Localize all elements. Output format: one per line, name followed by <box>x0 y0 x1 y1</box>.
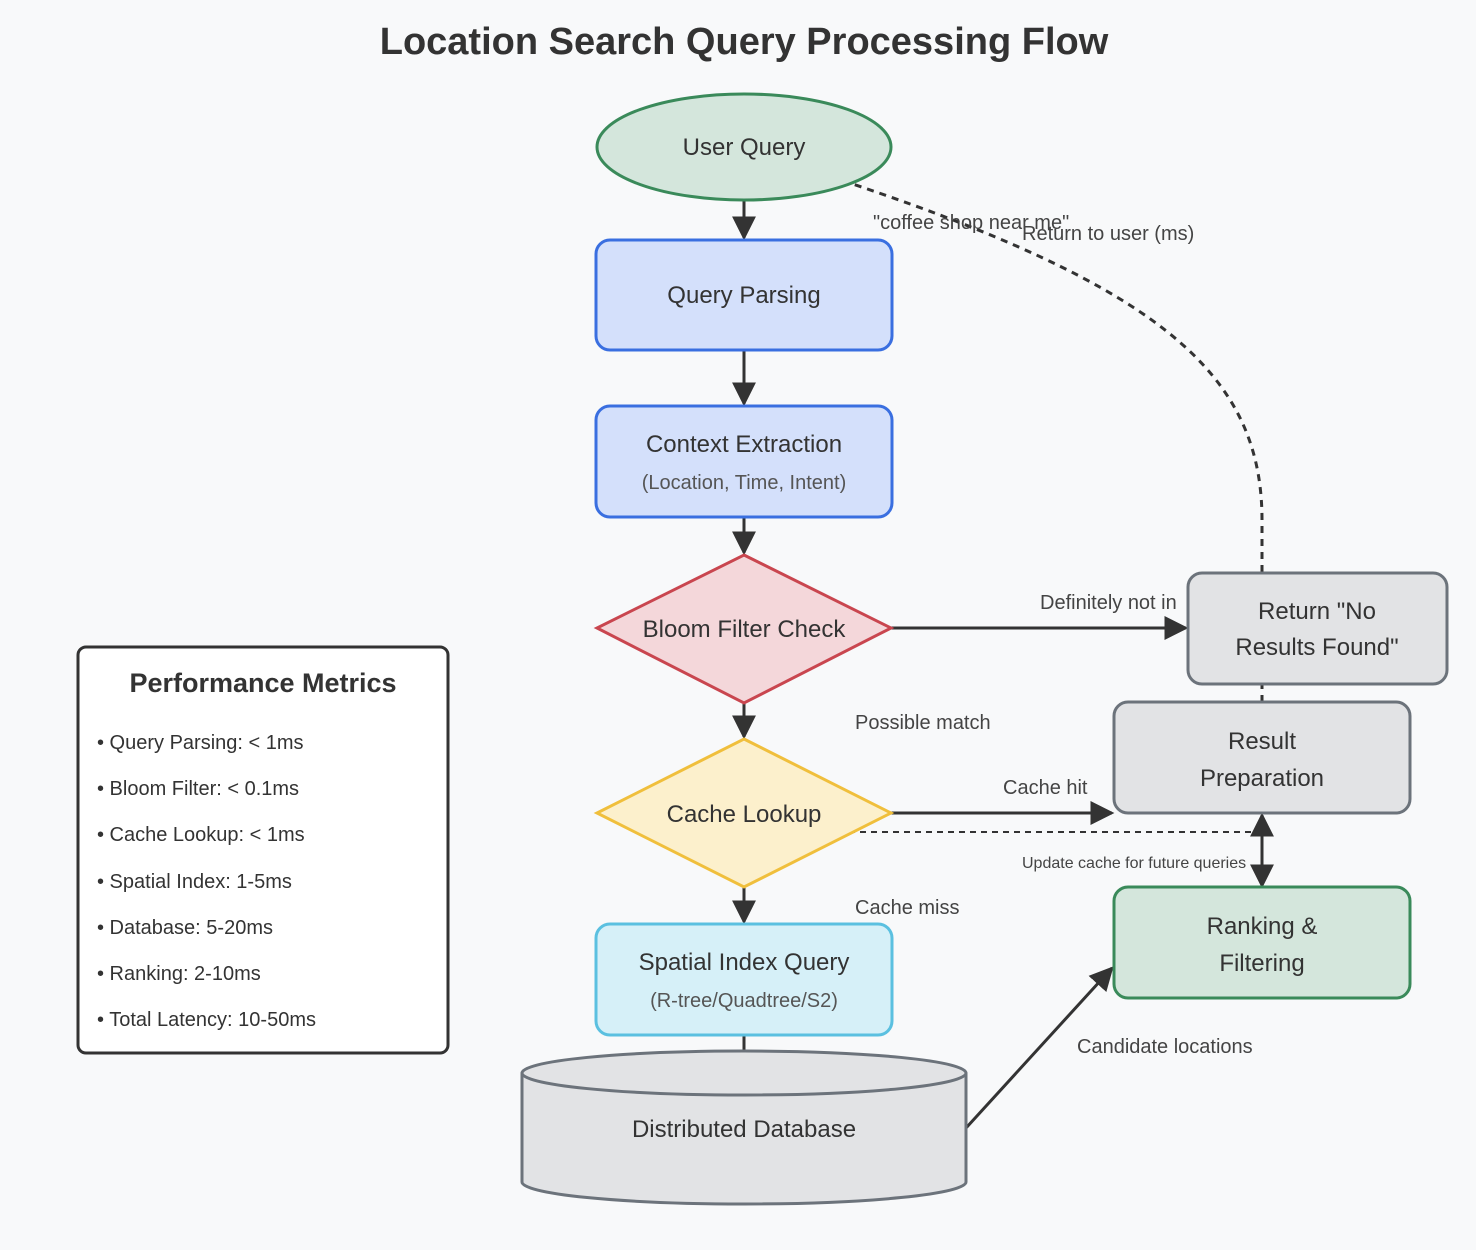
distributed-database-label: Distributed Database <box>632 1116 856 1143</box>
node-distributed-database: Distributed Database <box>520 1049 968 1206</box>
ranking-filtering-label-line2: Filtering <box>1219 950 1304 977</box>
spatial-index-shape <box>594 922 894 1037</box>
edge-label-update-cache: Update cache for future queries <box>1022 855 1246 872</box>
metrics-item: • Ranking: 2-10ms <box>97 963 261 985</box>
metrics-item: • Database: 5-20ms <box>97 917 273 939</box>
spatial-index-label: Spatial Index Query <box>639 949 850 976</box>
metrics-item: • Spatial Index: 1-5ms <box>97 871 292 893</box>
edge-label-possible-match: Possible match <box>855 712 991 734</box>
edge-db-to-ranking <box>964 966 1114 1130</box>
performance-metrics-panel: Performance Metrics • Query Parsing: < 1… <box>76 645 450 1055</box>
ranking-filtering-label-line1: Ranking & <box>1207 913 1318 940</box>
node-bloom-filter: Bloom Filter Check <box>593 553 895 705</box>
context-extraction-sublabel: (Location, Time, Intent) <box>642 472 847 494</box>
cache-lookup-shape <box>593 737 895 889</box>
metrics-panel-box <box>76 645 450 1055</box>
result-preparation-shape <box>1112 700 1412 815</box>
metrics-item: • Cache Lookup: < 1ms <box>97 824 305 846</box>
edges <box>732 144 1274 1130</box>
node-ranking-filtering: Ranking & Filtering <box>1112 885 1412 1000</box>
database-body-shape <box>520 1073 968 1206</box>
context-extraction-label: Context Extraction <box>646 431 842 458</box>
no-results-shape <box>1186 571 1449 686</box>
no-results-label-line2: Results Found" <box>1235 634 1398 661</box>
user-query-shape <box>595 92 893 202</box>
edge-return-to-user <box>743 144 1264 702</box>
result-preparation-label-line1: Result <box>1228 728 1296 755</box>
node-cache-lookup: Cache Lookup <box>593 737 895 889</box>
edge-label-definitely-not: Definitely not in <box>1040 592 1177 614</box>
metrics-item: • Total Latency: 10-50ms <box>97 1009 316 1031</box>
node-no-results: Return "No Results Found" <box>1186 571 1449 686</box>
query-parsing-label: Query Parsing <box>667 282 820 309</box>
no-results-label-line1: Return "No <box>1258 598 1376 625</box>
database-top-shape <box>520 1049 968 1097</box>
ranking-filtering-shape <box>1112 885 1412 1000</box>
metrics-item: • Bloom Filter: < 0.1ms <box>97 778 299 800</box>
cache-lookup-label: Cache Lookup <box>667 801 822 828</box>
edge-label-cache-miss: Cache miss <box>855 897 959 919</box>
node-spatial-index: Spatial Index Query (R-tree/Quadtree/S2) <box>594 922 894 1037</box>
context-extraction-shape <box>594 404 894 519</box>
bloom-filter-shape <box>593 553 895 705</box>
user-query-label: User Query <box>683 134 806 161</box>
node-context-extraction: Context Extraction (Location, Time, Inte… <box>594 404 894 519</box>
edge-label-candidate-locations: Candidate locations <box>1077 1036 1253 1058</box>
query-parsing-shape <box>594 238 894 352</box>
edge-label-query-example: "coffee shop near me" <box>873 212 1069 234</box>
edge-label-return-to-user: Return to user (ms) <box>1022 223 1194 245</box>
edge-labels: "coffee shop near me" Return to user (ms… <box>855 212 1253 1058</box>
bloom-filter-label: Bloom Filter Check <box>643 616 847 643</box>
page-title: Location Search Query Processing Flow <box>380 21 1109 63</box>
node-user-query: User Query <box>595 92 893 202</box>
node-result-preparation: Result Preparation <box>1112 700 1412 815</box>
spatial-index-sublabel: (R-tree/Quadtree/S2) <box>650 990 838 1012</box>
metrics-title: Performance Metrics <box>129 668 396 698</box>
result-preparation-label-line2: Preparation <box>1200 765 1324 792</box>
metrics-item: • Query Parsing: < 1ms <box>97 732 304 754</box>
edge-label-cache-hit: Cache hit <box>1003 777 1088 799</box>
node-query-parsing: Query Parsing <box>594 238 894 352</box>
